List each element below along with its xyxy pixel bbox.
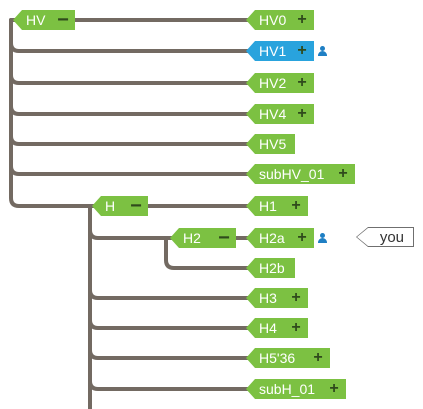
connector-h2-h2b [164,236,250,270]
node-label: H5'36 [259,350,296,366]
node-h2b[interactable]: H2b [246,258,295,278]
expand-icon[interactable]: + [291,319,301,336]
node-hv2[interactable]: HV2 + [246,73,314,93]
connector-hv-hv2 [9,73,250,85]
node-label: H1 [259,198,277,214]
node-label: subH_01 [259,381,316,397]
node-h1[interactable]: H1 + [246,196,308,216]
connector-hv-hv4 [9,104,250,116]
connector-h-h4 [88,318,250,330]
node-label: HV5 [259,136,287,152]
node-label: HV1 [259,43,287,59]
node-subhv01[interactable]: subHV_01 + [246,164,355,184]
expand-icon[interactable]: + [291,197,301,214]
node-hv[interactable]: HV − [13,10,75,30]
node-h2[interactable]: H2 − [170,228,236,248]
expand-icon[interactable]: + [338,165,348,182]
node-label: HV [26,12,46,28]
node-label: H [105,198,116,214]
node-label: H2 [183,230,201,246]
node-label: H3 [259,290,277,306]
node-label: H4 [259,320,277,336]
node-h2a[interactable]: H2a + [246,228,314,248]
expand-icon[interactable]: + [329,380,339,397]
expand-icon[interactable]: + [297,74,307,91]
connector-hv-trunk [9,18,250,208]
node-label: HV2 [259,75,287,91]
expand-icon[interactable]: + [313,349,323,366]
node-h536[interactable]: H5'36 + [246,348,330,368]
node-label: H2a [259,230,285,246]
node-label: subHV_01 [259,166,325,182]
node-label: H2b [259,260,285,276]
connector-h-h2 [88,228,177,240]
expand-icon[interactable]: + [297,42,307,59]
node-h3[interactable]: H3 + [246,288,308,308]
collapse-icon[interactable]: − [57,9,69,31]
expand-icon[interactable]: + [297,11,307,28]
node-hv5[interactable]: HV5 [246,134,295,154]
connector-h-subh01 [88,379,250,391]
collapse-icon[interactable]: − [218,227,230,249]
node-subh01[interactable]: subH_01 + [246,379,346,399]
you-indicator: you [356,227,414,247]
you-label: you [379,228,404,246]
node-label: HV4 [259,106,287,122]
expand-icon[interactable]: + [291,289,301,306]
node-hv0[interactable]: HV0 + [246,10,314,30]
node-h[interactable]: H − [92,196,148,216]
user-icon [318,46,327,56]
connector-h-h536 [88,348,250,360]
node-hv4[interactable]: HV4 + [246,104,314,124]
connector-h-h3 [88,288,250,300]
connector-hv-hv5 [9,134,250,146]
collapse-icon[interactable]: − [130,195,142,217]
user-icon [318,233,327,243]
expand-icon[interactable]: + [297,229,307,246]
node-hv1[interactable]: HV1 + [246,41,314,61]
connector-hv-subhv01 [9,164,250,176]
expand-icon[interactable]: + [297,105,307,122]
connector-hv-hv1 [9,41,250,53]
node-h4[interactable]: H4 + [246,318,308,338]
node-label: HV0 [259,12,287,28]
